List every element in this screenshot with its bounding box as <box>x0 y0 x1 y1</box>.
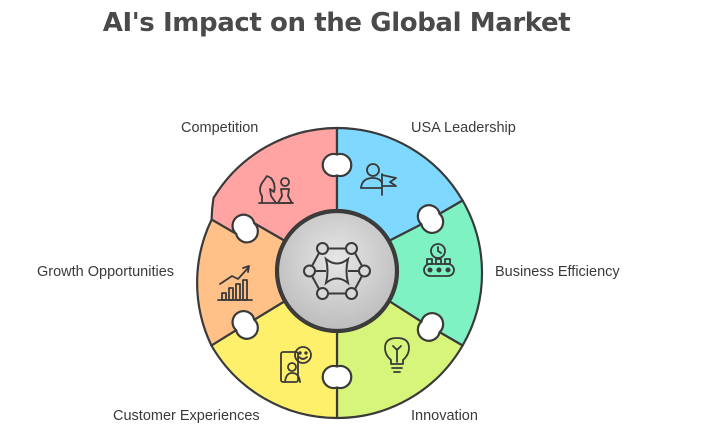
label-growth-opportunities: Growth Opportunities <box>37 264 175 280</box>
label-business-efficiency: Business Efficiency <box>495 264 620 280</box>
person-chat-icon <box>280 346 312 383</box>
center-hub <box>276 210 398 332</box>
person-flag-icon <box>360 163 397 196</box>
segment-business-efficiency <box>388 199 484 347</box>
lightbulb-icon <box>384 337 410 373</box>
growth-chart-icon <box>217 265 253 301</box>
segment-usa-leadership <box>335 126 464 242</box>
diagram-title: AI's Impact on the Global Market <box>102 8 571 38</box>
segment-customer-experiences <box>210 300 339 420</box>
segment-innovation <box>335 300 464 420</box>
network-hub-icon <box>303 242 371 300</box>
label-usa-leadership: USA Leadership <box>411 120 516 136</box>
label-customer-experiences: Customer Experiences <box>113 408 260 424</box>
segment-growth-opportunities <box>196 218 286 347</box>
label-competition: Competition <box>181 120 259 136</box>
label-innovation: Innovation <box>411 408 478 424</box>
conveyor-clock-icon <box>423 243 455 277</box>
chess-pieces-icon <box>258 175 294 204</box>
